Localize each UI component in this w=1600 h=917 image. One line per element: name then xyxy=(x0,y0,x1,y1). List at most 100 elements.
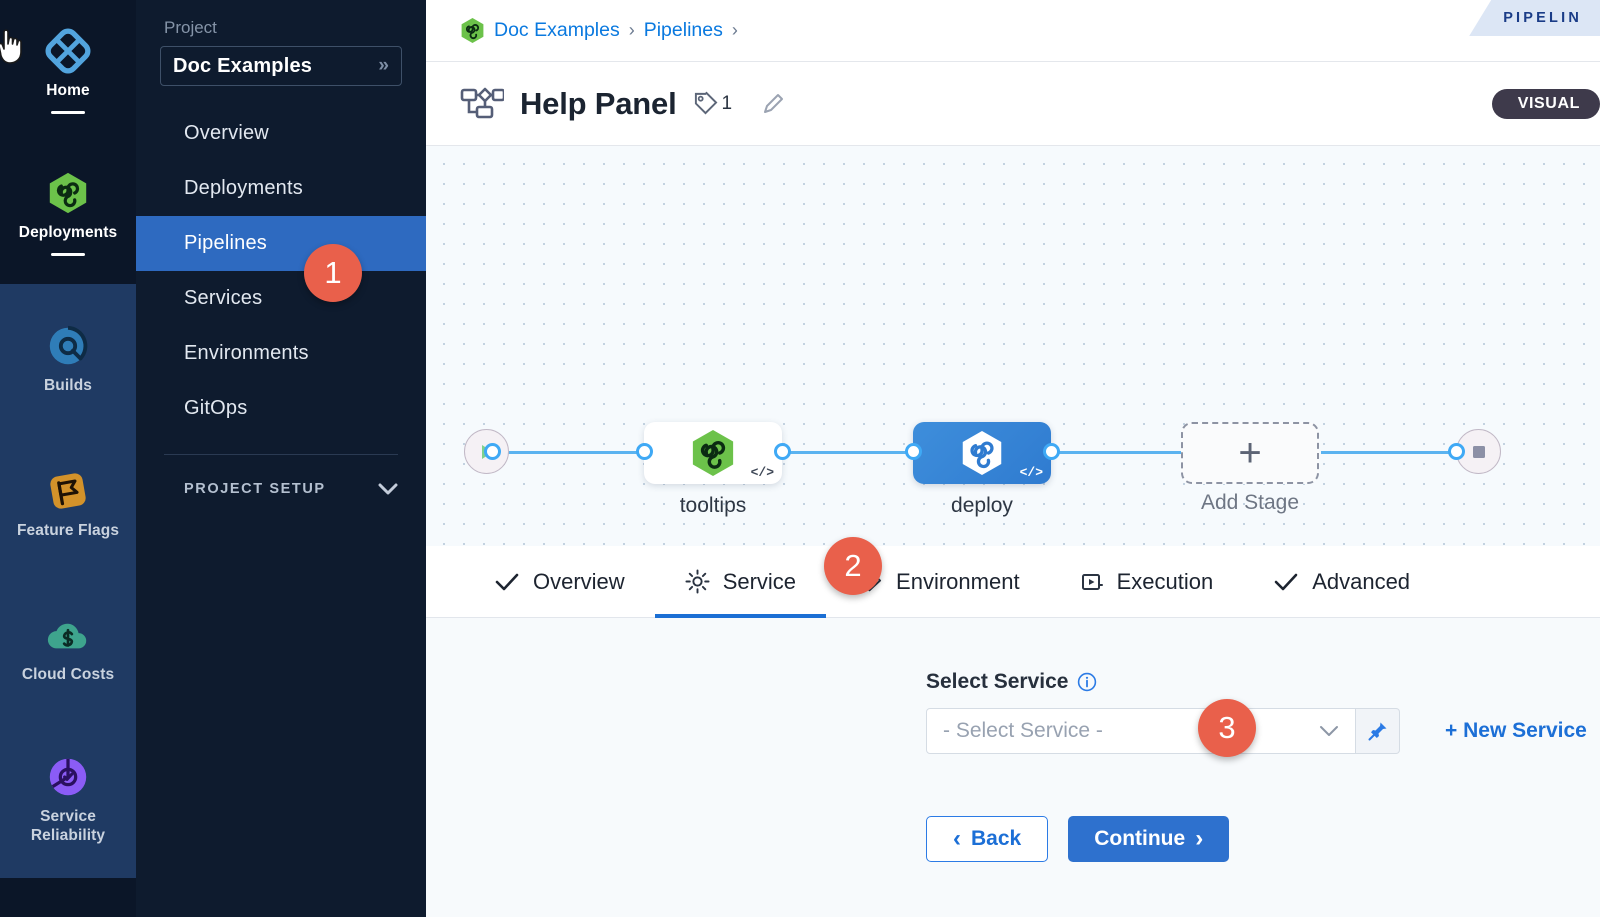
select-service-row: - Select Service - + New Service xyxy=(926,708,1600,754)
tab-label-advanced: Advanced xyxy=(1312,568,1411,594)
add-stage-label: Add Stage xyxy=(1200,491,1300,514)
pipe-connector-4 xyxy=(1321,451,1461,454)
select-service-label-group: Select Service xyxy=(926,670,1600,694)
stage-tabs: Overview Service xyxy=(426,546,1600,618)
pipe-connector-3 xyxy=(1051,451,1231,454)
sidebar-label-services: Services xyxy=(184,287,263,309)
check-icon xyxy=(494,571,520,593)
pipeline-canvas[interactable]: </> tooltips </> deploy + Add Stage xyxy=(426,146,1600,546)
breadcrumb-item-pipelines[interactable]: Pipelines xyxy=(643,19,723,41)
sidebar-label-deployments: Deployments xyxy=(184,177,303,199)
project-setup-label: PROJECT SETUP xyxy=(184,481,326,497)
rail-label-service-reliability: Service Reliability xyxy=(30,808,106,844)
mode-toggle-label: VISUAL xyxy=(1517,94,1580,112)
rail-item-cloud-costs[interactable]: Cloud Costs xyxy=(0,574,136,718)
sidebar-label-environments: Environments xyxy=(184,342,309,364)
continue-button[interactable]: Continue › xyxy=(1068,816,1230,862)
plus-icon: + xyxy=(1238,431,1262,475)
rail-label-builds: Builds xyxy=(44,376,92,394)
breadcrumb-module-icon xyxy=(461,18,484,43)
pipe-connector-1 xyxy=(489,451,649,454)
stop-icon xyxy=(1472,445,1485,458)
breadcrumb-item-project[interactable]: Doc Examples xyxy=(494,19,620,41)
page-title: Help Panel xyxy=(520,85,677,121)
pipe-connector-2 xyxy=(781,451,921,454)
tag-count-group[interactable]: 1 xyxy=(693,91,733,116)
continue-button-label: Continue xyxy=(1094,827,1186,850)
rail-item-home[interactable]: Home xyxy=(0,0,136,138)
home-diamond-icon xyxy=(45,28,91,74)
rail-item-feature-flags[interactable]: Feature Flags xyxy=(0,430,136,574)
rail-label-feature-flags: Feature Flags xyxy=(16,521,120,539)
pipeline-studio-ribbon: PIPELIN xyxy=(1469,0,1600,36)
check-icon xyxy=(1273,571,1299,593)
port-tooltips-out[interactable] xyxy=(774,443,791,460)
rail-label-cloud-costs: Cloud Costs xyxy=(21,665,115,683)
mode-toggle-visual[interactable]: VISUAL xyxy=(1491,88,1600,119)
pin-toggle-button[interactable] xyxy=(1356,708,1400,754)
sidebar-label-pipelines: Pipelines xyxy=(184,232,267,254)
sidebar-label-gitops: GitOps xyxy=(184,397,248,419)
project-setup-section[interactable]: PROJECT SETUP xyxy=(136,481,426,497)
rail-item-deployments[interactable]: Deployments xyxy=(0,138,136,284)
tab-label-execution: Execution xyxy=(1116,568,1214,594)
project-selector[interactable]: Doc Examples » xyxy=(160,46,402,86)
form-actions: ‹ Back Continue › xyxy=(926,816,1600,862)
ribbon-text: PIPELIN xyxy=(1503,10,1582,26)
rail-item-builds[interactable]: Builds xyxy=(0,284,136,430)
add-stage-button[interactable]: + xyxy=(1181,422,1319,484)
port-start-out[interactable] xyxy=(484,443,501,460)
service-form-panel: Select Service - Select Service - xyxy=(426,618,1600,917)
port-deploy-in[interactable] xyxy=(905,443,922,460)
select-service-dropdown[interactable]: - Select Service - xyxy=(926,708,1356,754)
cloud-costs-icon xyxy=(47,623,87,648)
tab-advanced[interactable]: Advanced xyxy=(1243,546,1440,618)
project-expand-icon: » xyxy=(378,55,389,76)
stage-node-tooltips[interactable]: </> xyxy=(644,422,782,484)
step-badge-1: 1 xyxy=(304,244,362,302)
sidebar-item-pipelines[interactable]: Pipelines xyxy=(136,216,426,271)
new-service-link[interactable]: + New Service xyxy=(1445,719,1587,742)
sidebar-item-deployments[interactable]: Deployments xyxy=(136,161,426,216)
stage-node-deploy[interactable]: </> xyxy=(913,422,1051,484)
gear-icon xyxy=(685,569,710,594)
tag-count: 1 xyxy=(721,92,733,114)
stage-module-icon-tooltips xyxy=(692,430,734,476)
pipeline-title-bar: Help Panel 1 VISUAL xyxy=(426,62,1600,146)
tab-label-overview: Overview xyxy=(533,568,625,594)
step-badge-2: 2 xyxy=(824,537,882,595)
project-section-label: Project xyxy=(164,18,217,37)
service-reliability-icon xyxy=(49,758,87,796)
stage-code-badge-tooltips: </> xyxy=(750,465,774,480)
main-content: Doc Examples › Pipelines › PIPELIN Help … xyxy=(426,0,1600,917)
project-nav-panel: Project Doc Examples » Overview Deployme… xyxy=(136,0,426,917)
port-tooltips-in[interactable] xyxy=(636,443,653,460)
rail-label-deployments: Deployments xyxy=(18,224,118,242)
tab-execution[interactable]: Execution xyxy=(1050,546,1244,618)
port-deploy-out[interactable] xyxy=(1043,443,1060,460)
sidebar-item-overview[interactable]: Overview xyxy=(136,106,426,161)
step-badge-3-number: 3 xyxy=(1218,710,1236,745)
sidebar-item-gitops[interactable]: GitOps xyxy=(136,381,426,436)
port-end-in[interactable] xyxy=(1448,443,1465,460)
stage-code-badge-deploy: </> xyxy=(1019,465,1043,480)
tab-service[interactable]: Service xyxy=(654,546,827,618)
select-service-value: - Select Service - xyxy=(943,719,1103,742)
stage-label-deploy: deploy xyxy=(951,494,1013,517)
chevron-down-icon xyxy=(1320,726,1338,736)
sidebar-item-services[interactable]: Services xyxy=(136,271,426,326)
rail-underline-home xyxy=(51,110,85,114)
back-button[interactable]: ‹ Back xyxy=(926,816,1049,862)
pencil-icon[interactable] xyxy=(760,91,786,117)
rail-item-service-reliability[interactable]: Service Reliability xyxy=(0,718,136,878)
stage-module-icon-deploy xyxy=(962,431,1002,475)
tab-label-environment: Environment xyxy=(896,568,1020,594)
back-chevron-icon: ‹ xyxy=(953,825,961,852)
pipeline-end-node[interactable] xyxy=(1456,429,1501,474)
rail-label-home: Home xyxy=(46,82,90,100)
step-badge-3: 3 xyxy=(1198,699,1256,757)
module-rail: Home Deployments Builds xyxy=(0,0,136,917)
sidebar-item-environments[interactable]: Environments xyxy=(136,326,426,381)
tab-overview[interactable]: Overview xyxy=(464,546,655,618)
info-icon[interactable] xyxy=(1077,672,1097,692)
